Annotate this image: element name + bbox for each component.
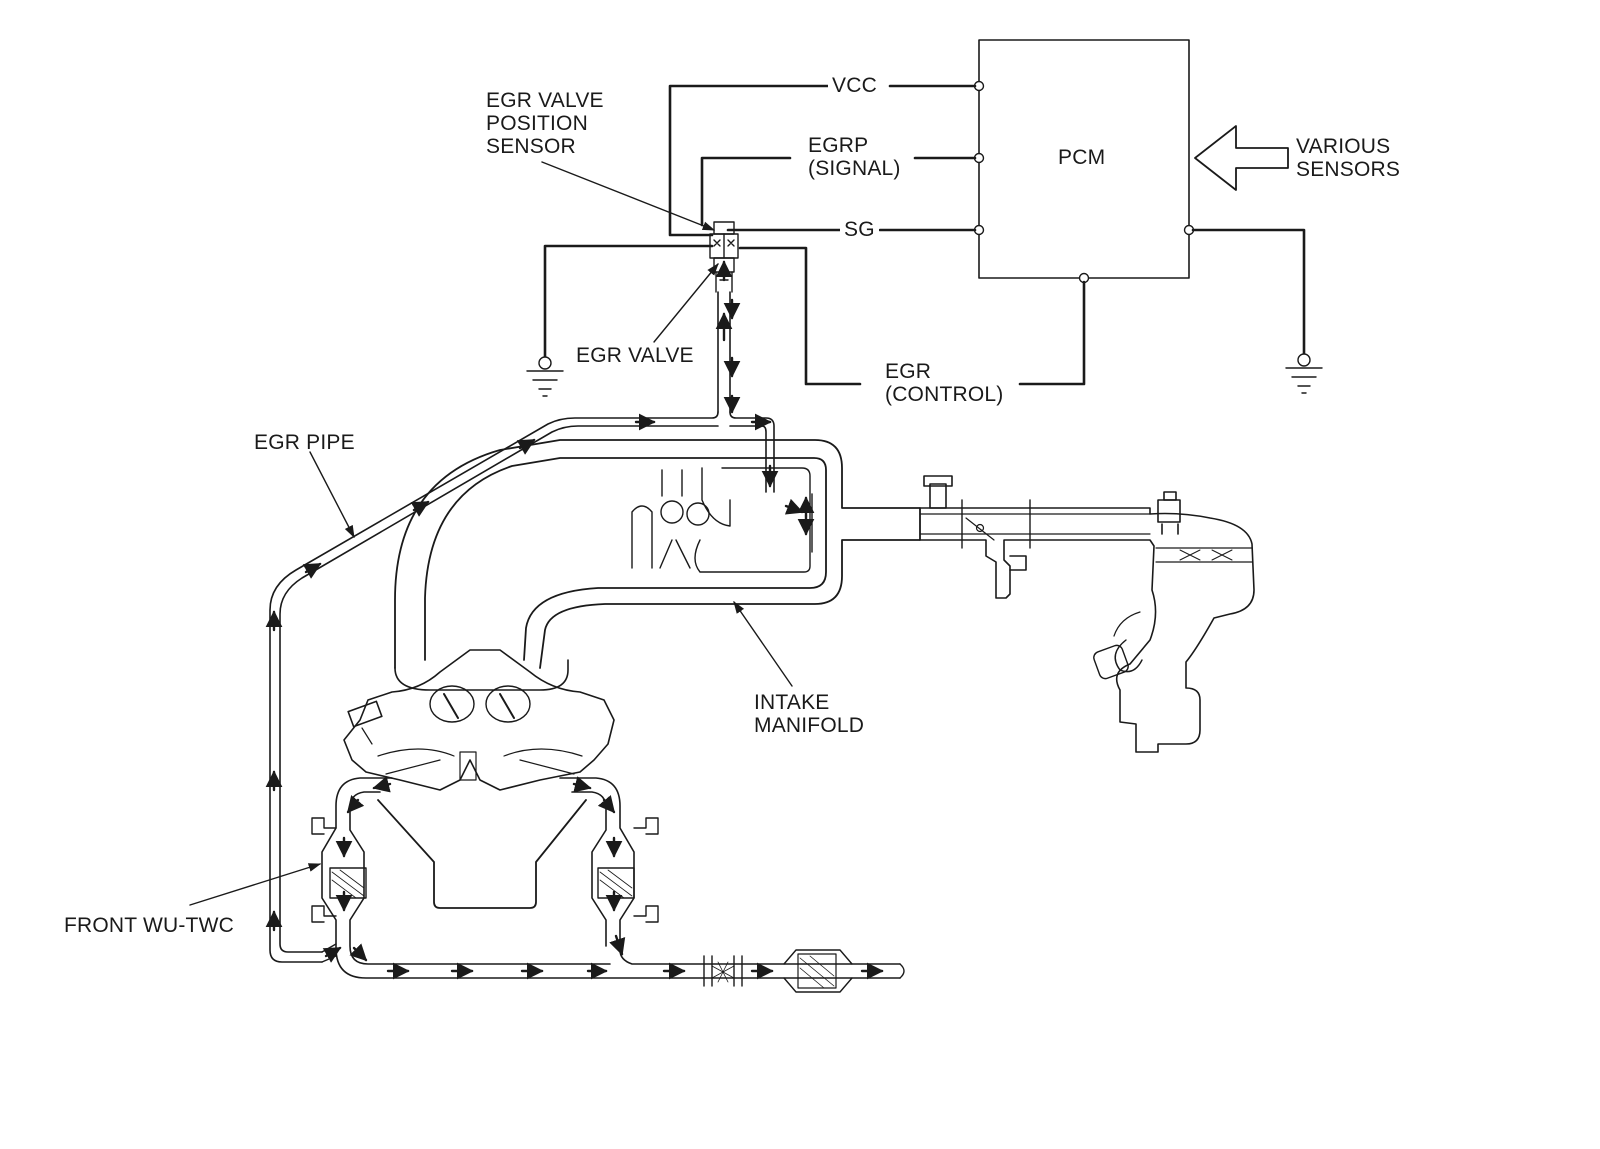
- label-pcm: PCM: [1058, 146, 1106, 169]
- leader-egr-pipe: [309, 451, 355, 539]
- ground-right-icon: [1285, 353, 1323, 394]
- label-sensors: SENSORS: [1296, 158, 1401, 181]
- engine: [343, 649, 615, 909]
- label-egr-valve-position-sensor-2: POSITION: [486, 112, 588, 135]
- leader-intake-manifold: [733, 600, 793, 687]
- egr-pipe: [269, 291, 775, 963]
- wire-ground-right: [1191, 228, 1306, 357]
- label-egr-control-2: (CONTROL): [881, 384, 1008, 406]
- label-egr-valve-position-sensor-3: SENSOR: [486, 135, 576, 158]
- leader-lines: [189, 161, 793, 906]
- leader-front-wu-twc: [189, 863, 322, 906]
- wire-ground-left: [543, 244, 714, 360]
- label-egr-pipe: EGR PIPE: [254, 431, 355, 454]
- exhaust-flow-arrows: [322, 776, 884, 980]
- label-front-wu-twc: FRONT WU-TWC: [64, 914, 234, 937]
- ground-left-icon: [526, 356, 564, 397]
- wire-egr-control: [1018, 280, 1086, 386]
- exhaust-system: [311, 777, 905, 993]
- intake-duct: [919, 475, 1255, 753]
- label-sg: SG: [840, 219, 879, 241]
- pcm-terminals: [973, 80, 1195, 284]
- label-intake-manifold-1: INTAKE: [754, 691, 830, 714]
- wiring: [543, 84, 1306, 386]
- various-sensors-arrow-icon: [1194, 125, 1289, 191]
- label-egr-valve: EGR VALVE: [576, 344, 694, 367]
- label-egr-valve-position-sensor-1: EGR VALVE: [486, 89, 604, 112]
- leader-egr-valve: [653, 263, 719, 343]
- label-egrp: EGRP: [804, 135, 873, 157]
- label-egrp-signal: (SIGNAL): [804, 158, 905, 180]
- label-vcc: VCC: [828, 75, 881, 97]
- label-intake-manifold-2: MANIFOLD: [754, 714, 865, 737]
- label-egr-control: EGR: [881, 361, 936, 383]
- leader-egr-valve-position-sensor: [541, 161, 716, 231]
- egr-valve-icon: [709, 221, 739, 293]
- intake-manifold: [394, 439, 921, 691]
- egr-flow-arrows: [265, 260, 815, 932]
- label-various: VARIOUS: [1296, 135, 1391, 158]
